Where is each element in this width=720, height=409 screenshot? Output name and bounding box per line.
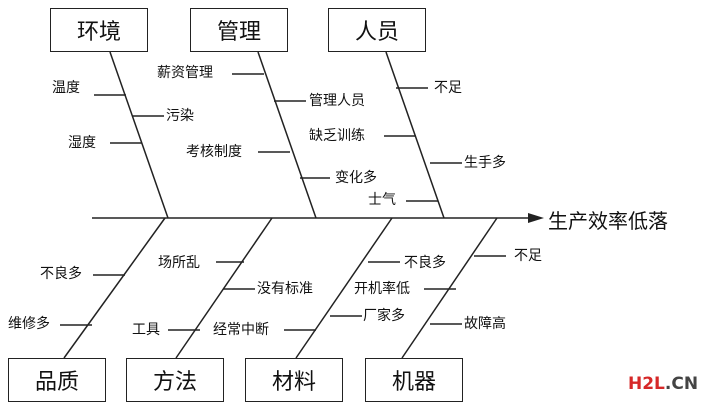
cause-label: 不良多: [404, 255, 446, 271]
cause-label: 缺乏训练: [309, 128, 365, 144]
watermark-part2: .CN: [664, 374, 699, 394]
cause-label: 维修多: [8, 316, 50, 332]
bone-quality: [63, 217, 166, 359]
cause-label: 生手多: [464, 155, 506, 171]
cause-label: 士气: [368, 192, 396, 208]
bone-method: [175, 217, 273, 359]
bone-mgmt: [257, 51, 317, 219]
watermark-logo: H2L.CN: [628, 374, 698, 394]
category-environment: 环境: [50, 8, 148, 52]
cause-label: 不良多: [40, 266, 82, 282]
watermark-part1: H2L: [628, 374, 665, 394]
cause-label: 厂家多: [363, 308, 405, 324]
category-management: 管理: [190, 8, 288, 52]
cause-label: 管理人员: [309, 93, 365, 109]
bone-material: [295, 217, 393, 359]
bone-machine: [401, 217, 498, 359]
bone-env: [109, 51, 169, 219]
cause-label: 经常中断: [213, 322, 269, 338]
category-method: 方法: [126, 358, 224, 402]
cause-label: 工具: [132, 322, 160, 338]
cause-label: 湿度: [68, 135, 96, 151]
effect-label: 生产效率低落: [548, 209, 668, 233]
cause-label: 不足: [434, 80, 462, 96]
category-quality: 品质: [8, 358, 106, 402]
cause-label: 故障高: [464, 316, 506, 332]
cause-label: 没有标准: [257, 281, 313, 297]
arrow-head: [528, 213, 544, 223]
cause-label: 不足: [514, 248, 542, 264]
category-material: 材料: [245, 358, 343, 402]
category-people: 人员: [328, 8, 426, 52]
category-machine: 机器: [365, 358, 463, 402]
bone-people: [385, 51, 445, 219]
cause-label: 考核制度: [186, 144, 242, 160]
cause-label: 薪资管理: [157, 65, 213, 81]
cause-label: 开机率低: [354, 281, 410, 297]
cause-label: 温度: [52, 80, 80, 96]
cause-label: 变化多: [335, 170, 377, 186]
cause-label: 污染: [166, 108, 194, 124]
cause-label: 场所乱: [158, 255, 200, 271]
